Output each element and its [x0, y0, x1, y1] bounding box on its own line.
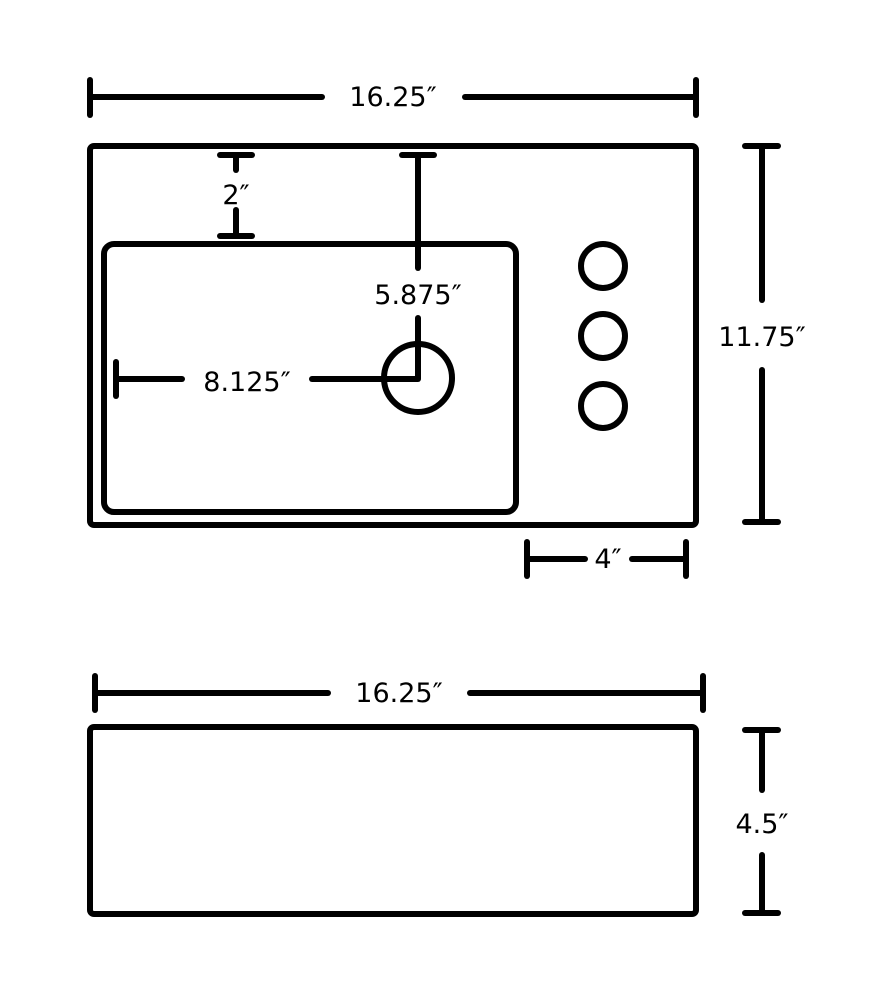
side-profile-outline [87, 724, 699, 917]
top-depth-dimension: 11.75″ [718, 143, 806, 525]
bowl-offset-label: 2″ [222, 180, 249, 211]
faucet-hole-1 [578, 241, 628, 291]
side-width-label: 16.25″ [355, 678, 442, 709]
top-view: 16.25″ 2″ 5.875″ [87, 77, 806, 579]
deck-width-label: 4″ [594, 544, 621, 575]
side-height-dimension: 4.5″ [735, 727, 789, 916]
drain-top-offset-label: 5.875″ [374, 280, 461, 311]
faucet-hole-3 [578, 381, 628, 431]
drain-top-offset-dimension: 5.875″ [374, 152, 462, 381]
top-width-label: 16.25″ [349, 82, 436, 113]
drain-left-offset-dimension: 8.125″ [113, 359, 421, 399]
basin-outline [101, 241, 519, 515]
bowl-offset-dimension: 2″ [217, 152, 255, 239]
sink-outline [87, 143, 699, 528]
drain-left-offset-label: 8.125″ [203, 367, 290, 398]
deck-width-dimension: 4″ [524, 539, 689, 579]
side-width-dimension: 16.25″ [92, 673, 706, 713]
faucet-hole-2 [578, 311, 628, 361]
top-width-dimension: 16.25″ [87, 77, 699, 118]
side-view: 16.25″ 4.5″ [87, 673, 789, 917]
top-depth-label: 11.75″ [718, 322, 805, 353]
side-height-label: 4.5″ [735, 809, 788, 840]
